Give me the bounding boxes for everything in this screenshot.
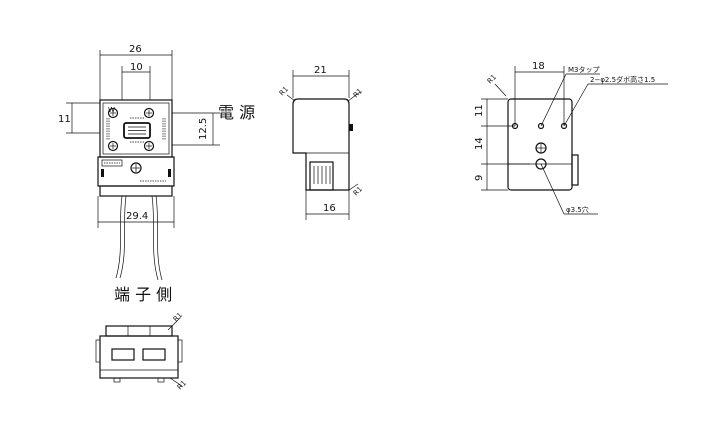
bottom-view: R1 R1 (95, 311, 188, 391)
rear-callout-dowel-holes: 2−φ2.5ダボ高さ1.5 (590, 75, 655, 84)
tap-hole (537, 122, 545, 130)
side-dim-21: 21 (314, 65, 327, 76)
printed-markings (106, 117, 166, 143)
front-dim-26: 26 (129, 44, 142, 55)
front-dim-29-4: 29.4 (126, 211, 148, 222)
bottom-radius-top: R1 (172, 311, 184, 323)
terminal-screw-icon (130, 162, 142, 174)
bottom-radius-bottom: R1 (176, 379, 188, 391)
screw-icon (107, 140, 119, 152)
dowel-hole-left (511, 122, 519, 130)
rear-dim-9: 9 (474, 175, 485, 181)
front-dim-11: 11 (58, 114, 71, 125)
rear-radius-corner: R1 (486, 73, 498, 85)
screw-icon (143, 107, 155, 119)
front-dim-12-5: 12.5 (198, 118, 209, 140)
screw-icon (107, 107, 119, 119)
handwritten-note-terminal-side: 端 子 側 (114, 285, 172, 304)
front-dim-10: 10 (130, 62, 143, 73)
switch-slot (123, 122, 151, 139)
rear-dim-11: 11 (474, 104, 485, 117)
front-panel-label-w: W (108, 106, 115, 114)
side-view: 21 R1 R1 R1 16 (278, 65, 364, 220)
side-dim-16: 16 (323, 203, 336, 214)
rear-callout-m3-tap: M3タップ (568, 65, 600, 74)
rear-callout-center-hole: φ3.5穴 (566, 205, 589, 214)
center-hole-icon (535, 142, 547, 154)
rear-dim-14: 14 (474, 137, 485, 150)
front-view: 26 10 11 12.5 W (58, 44, 255, 304)
dowel-hole-right (560, 122, 568, 130)
screw-icon (143, 140, 155, 152)
handwritten-note-power: 電 源 (218, 103, 255, 122)
rear-view: 18 R1 11 14 9 M3タップ 2−φ2.5ダボ高さ1 (474, 61, 668, 215)
rear-dim-18: 18 (532, 61, 545, 72)
